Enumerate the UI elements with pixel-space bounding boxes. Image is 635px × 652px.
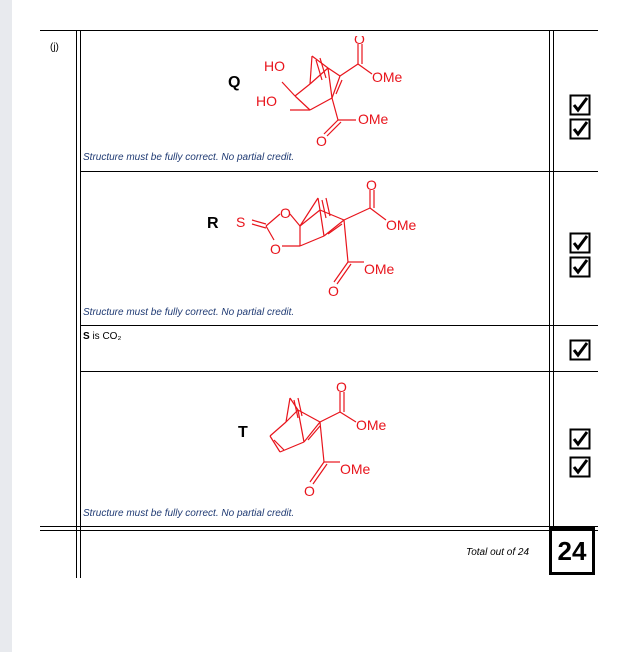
checked-box-icon <box>569 456 591 478</box>
structure-r: S O O O OMe O OMe <box>236 178 417 299</box>
checked-box-icon <box>569 339 591 361</box>
checked-box-icon <box>569 256 591 278</box>
question-part-label: (j) <box>50 42 59 53</box>
total-divider-a <box>40 526 598 527</box>
checked-box-icon <box>569 94 591 116</box>
checked-box-icon <box>569 118 591 140</box>
table-top-border <box>40 30 598 31</box>
structure-q: HO HO O OMe O OMe <box>256 36 403 149</box>
structure-r-ome-2: OMe <box>364 261 395 277</box>
compound-label-q: Q <box>228 74 241 91</box>
structure-r-o-ring-2: O <box>270 241 281 257</box>
column-border-left-b <box>80 30 81 578</box>
compound-label-s: S <box>83 331 90 342</box>
total-score-box: 24 <box>549 527 595 575</box>
row-divider-2 <box>80 325 598 326</box>
compound-label-t: T <box>238 424 248 441</box>
row-divider-1 <box>80 171 598 172</box>
structure-q-ho-2: HO <box>256 93 277 109</box>
column-border-left-a <box>76 30 77 578</box>
compound-label-r: R <box>207 215 219 232</box>
grading-note-q: Structure must be fully correct. No part… <box>83 152 295 163</box>
structure-t-o-2: O <box>304 483 315 498</box>
column-border-right-a <box>549 30 550 528</box>
compound-s-text: is CO₂ <box>89 331 122 342</box>
total-divider-b <box>40 530 598 531</box>
structure-q-ome-1: OMe <box>372 69 403 85</box>
structure-r-ome-1: OMe <box>386 217 417 233</box>
structure-q-ome-2: OMe <box>358 111 389 127</box>
total-label: Total out of 24 <box>466 547 530 558</box>
row-divider-3 <box>80 371 598 372</box>
structure-q-o-2: O <box>316 133 327 149</box>
structure-r-s: S <box>236 214 245 230</box>
structure-t-o-1: O <box>336 379 347 395</box>
structure-r-o-2: O <box>328 283 339 299</box>
structure-t-ome-1: OMe <box>356 417 387 433</box>
structure-r-o-1: O <box>366 178 377 193</box>
checked-box-icon <box>569 428 591 450</box>
structure-t: O OMe O OMe <box>269 379 387 498</box>
structure-q-o-1: O <box>354 36 365 47</box>
grading-note-r: Structure must be fully correct. No part… <box>83 307 295 318</box>
checked-box-icon <box>569 232 591 254</box>
structure-r-o-ring-1: O <box>280 205 291 221</box>
grading-note-t: Structure must be fully correct. No part… <box>83 508 295 519</box>
compound-s-statement: S is CO₂ <box>83 331 121 342</box>
structure-q-ho-1: HO <box>264 58 285 74</box>
structure-t-ome-2: OMe <box>340 461 371 477</box>
page-margin <box>0 0 12 652</box>
column-border-right-b <box>553 30 554 528</box>
